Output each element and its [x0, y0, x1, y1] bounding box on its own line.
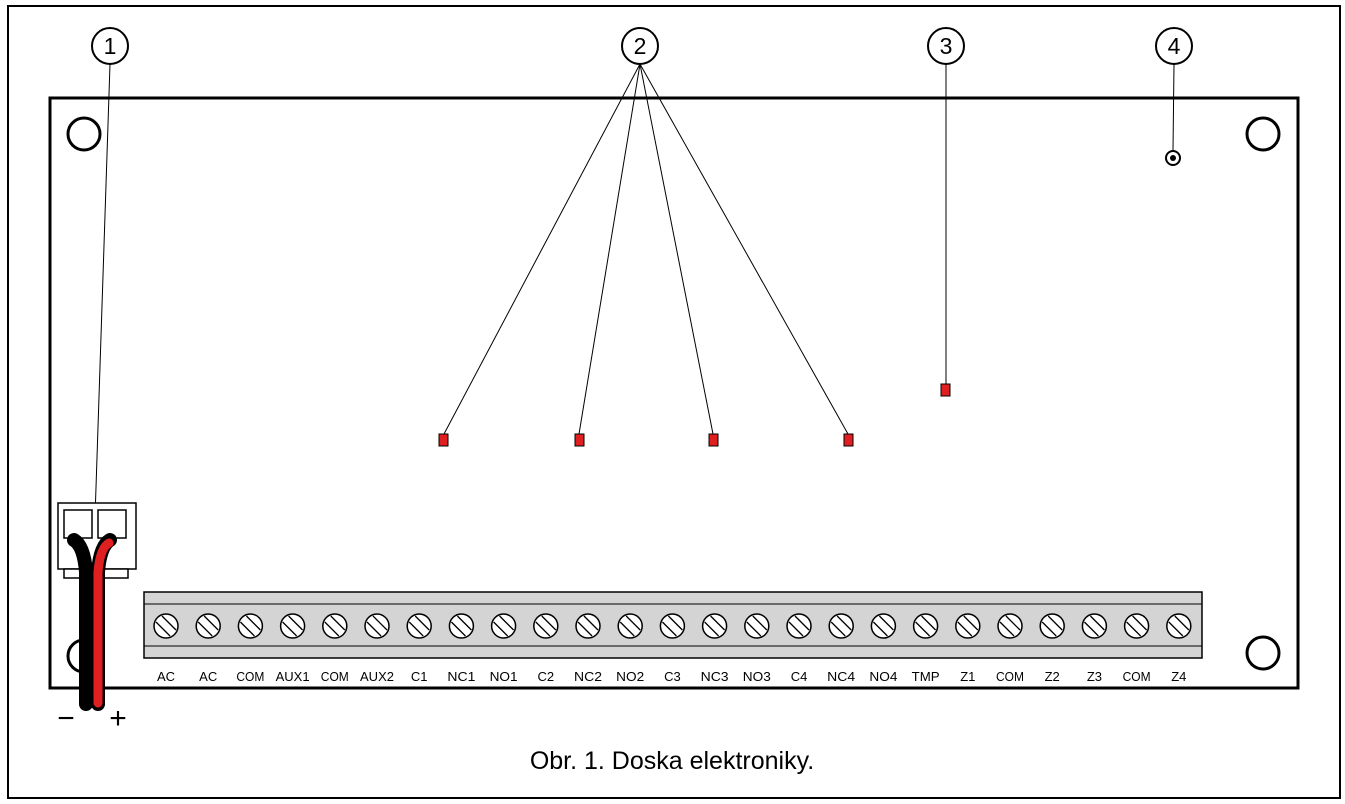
- terminal-label: COM: [996, 669, 1024, 684]
- terminal-label: NO4: [869, 669, 897, 684]
- terminal-screw: [195, 613, 221, 639]
- terminal-label: C1: [411, 669, 428, 684]
- leader-line-4: [1172, 63, 1175, 151]
- polarity-minus: −: [57, 702, 75, 735]
- terminal-screw: [1081, 613, 1108, 639]
- callout-2: 2: [621, 27, 659, 65]
- battery-wire-red-core: [93, 538, 114, 708]
- mounting-hole-bottom-right: [1245, 635, 1281, 671]
- terminal-screw: [870, 613, 897, 639]
- terminal-screw: [701, 613, 728, 639]
- relay-led-3: [708, 433, 719, 447]
- mounting-hole-top-right: [1245, 116, 1281, 152]
- terminal-label: NC2: [574, 669, 602, 684]
- terminal-label: NO3: [743, 669, 771, 684]
- terminal-label: Z3: [1087, 669, 1102, 684]
- terminal-screw: [448, 613, 475, 639]
- callout-1: 1: [91, 27, 129, 65]
- terminal-label: NO2: [616, 669, 644, 684]
- terminal-screw: [955, 613, 981, 639]
- terminal-screw: [406, 613, 432, 639]
- terminal-screws: [153, 613, 1192, 639]
- polarity-plus: +: [109, 702, 127, 735]
- terminal-label: C2: [537, 669, 554, 684]
- relay-led-1: [438, 433, 449, 447]
- terminal-screw: [322, 613, 348, 639]
- relay-led-2: [574, 433, 585, 447]
- terminal-screw: [617, 613, 643, 639]
- leader-line-1: [93, 63, 111, 549]
- terminal-label: AUX1: [276, 669, 310, 684]
- leader-line-2d: [639, 63, 849, 435]
- terminal-screw: [828, 613, 854, 639]
- terminal-screw: [786, 613, 812, 639]
- terminal-screw: [1123, 613, 1150, 639]
- terminal-screw: [533, 613, 559, 639]
- leader-lines: [93, 63, 1175, 549]
- terminal-label: NC3: [701, 669, 729, 684]
- terminal-screw: [364, 613, 390, 639]
- terminal-screw: [912, 613, 939, 639]
- terminal-label: Z4: [1171, 669, 1186, 684]
- terminal-block: [143, 591, 1203, 659]
- leader-line-2c: [639, 63, 714, 435]
- callout-3: 3: [927, 27, 965, 65]
- terminal-label: NC4: [827, 669, 855, 684]
- relay-led-4: [843, 433, 854, 447]
- terminal-screw: [1039, 613, 1065, 639]
- power-led: [940, 383, 951, 397]
- mounting-hole-top-left: [66, 116, 102, 152]
- terminal-label: C4: [791, 669, 808, 684]
- battery-wire-black: [67, 533, 93, 711]
- leader-line-2b: [578, 63, 641, 435]
- terminal-screw: [575, 613, 601, 639]
- figure-caption: Obr. 1. Doska elektroniky.: [530, 747, 814, 775]
- leader-line-2a: [443, 63, 641, 435]
- terminal-screw: [490, 613, 517, 639]
- terminal-label: COM: [236, 669, 264, 684]
- svg-text:1: 1: [104, 33, 117, 59]
- terminal-label: AUX2: [360, 669, 394, 684]
- svg-text:3: 3: [940, 33, 953, 59]
- tamper-contact-inner: [1170, 155, 1176, 161]
- callout-4: 4: [1155, 27, 1193, 65]
- terminal-label: NC1: [447, 669, 475, 684]
- terminal-screw: [1166, 613, 1192, 639]
- svg-text:2: 2: [634, 33, 647, 59]
- terminal-labels: AC AC COM AUX1 COM AUX2 C1 NC1 NO1 C2 NC2 NO2 C3 NC3 N…: [157, 669, 1186, 684]
- terminal-label: TMP: [912, 669, 940, 684]
- terminal-label: AC: [199, 669, 217, 684]
- terminal-screw: [279, 613, 306, 639]
- terminal-label: C3: [664, 669, 681, 684]
- terminal-label: Z2: [1045, 669, 1060, 684]
- terminal-label: Z1: [960, 669, 975, 684]
- terminal-label: NO1: [490, 669, 518, 684]
- terminal-label: COM: [1123, 669, 1151, 684]
- terminal-label: COM: [321, 669, 349, 684]
- terminal-screw: [237, 613, 264, 639]
- terminal-screw: [659, 613, 686, 639]
- terminal-screw: [744, 613, 770, 639]
- terminal-screw: [153, 613, 179, 639]
- pcb-board: [48, 96, 1300, 690]
- terminal-label: AC: [157, 669, 175, 684]
- svg-text:4: 4: [1168, 33, 1181, 59]
- terminal-screw: [997, 613, 1023, 639]
